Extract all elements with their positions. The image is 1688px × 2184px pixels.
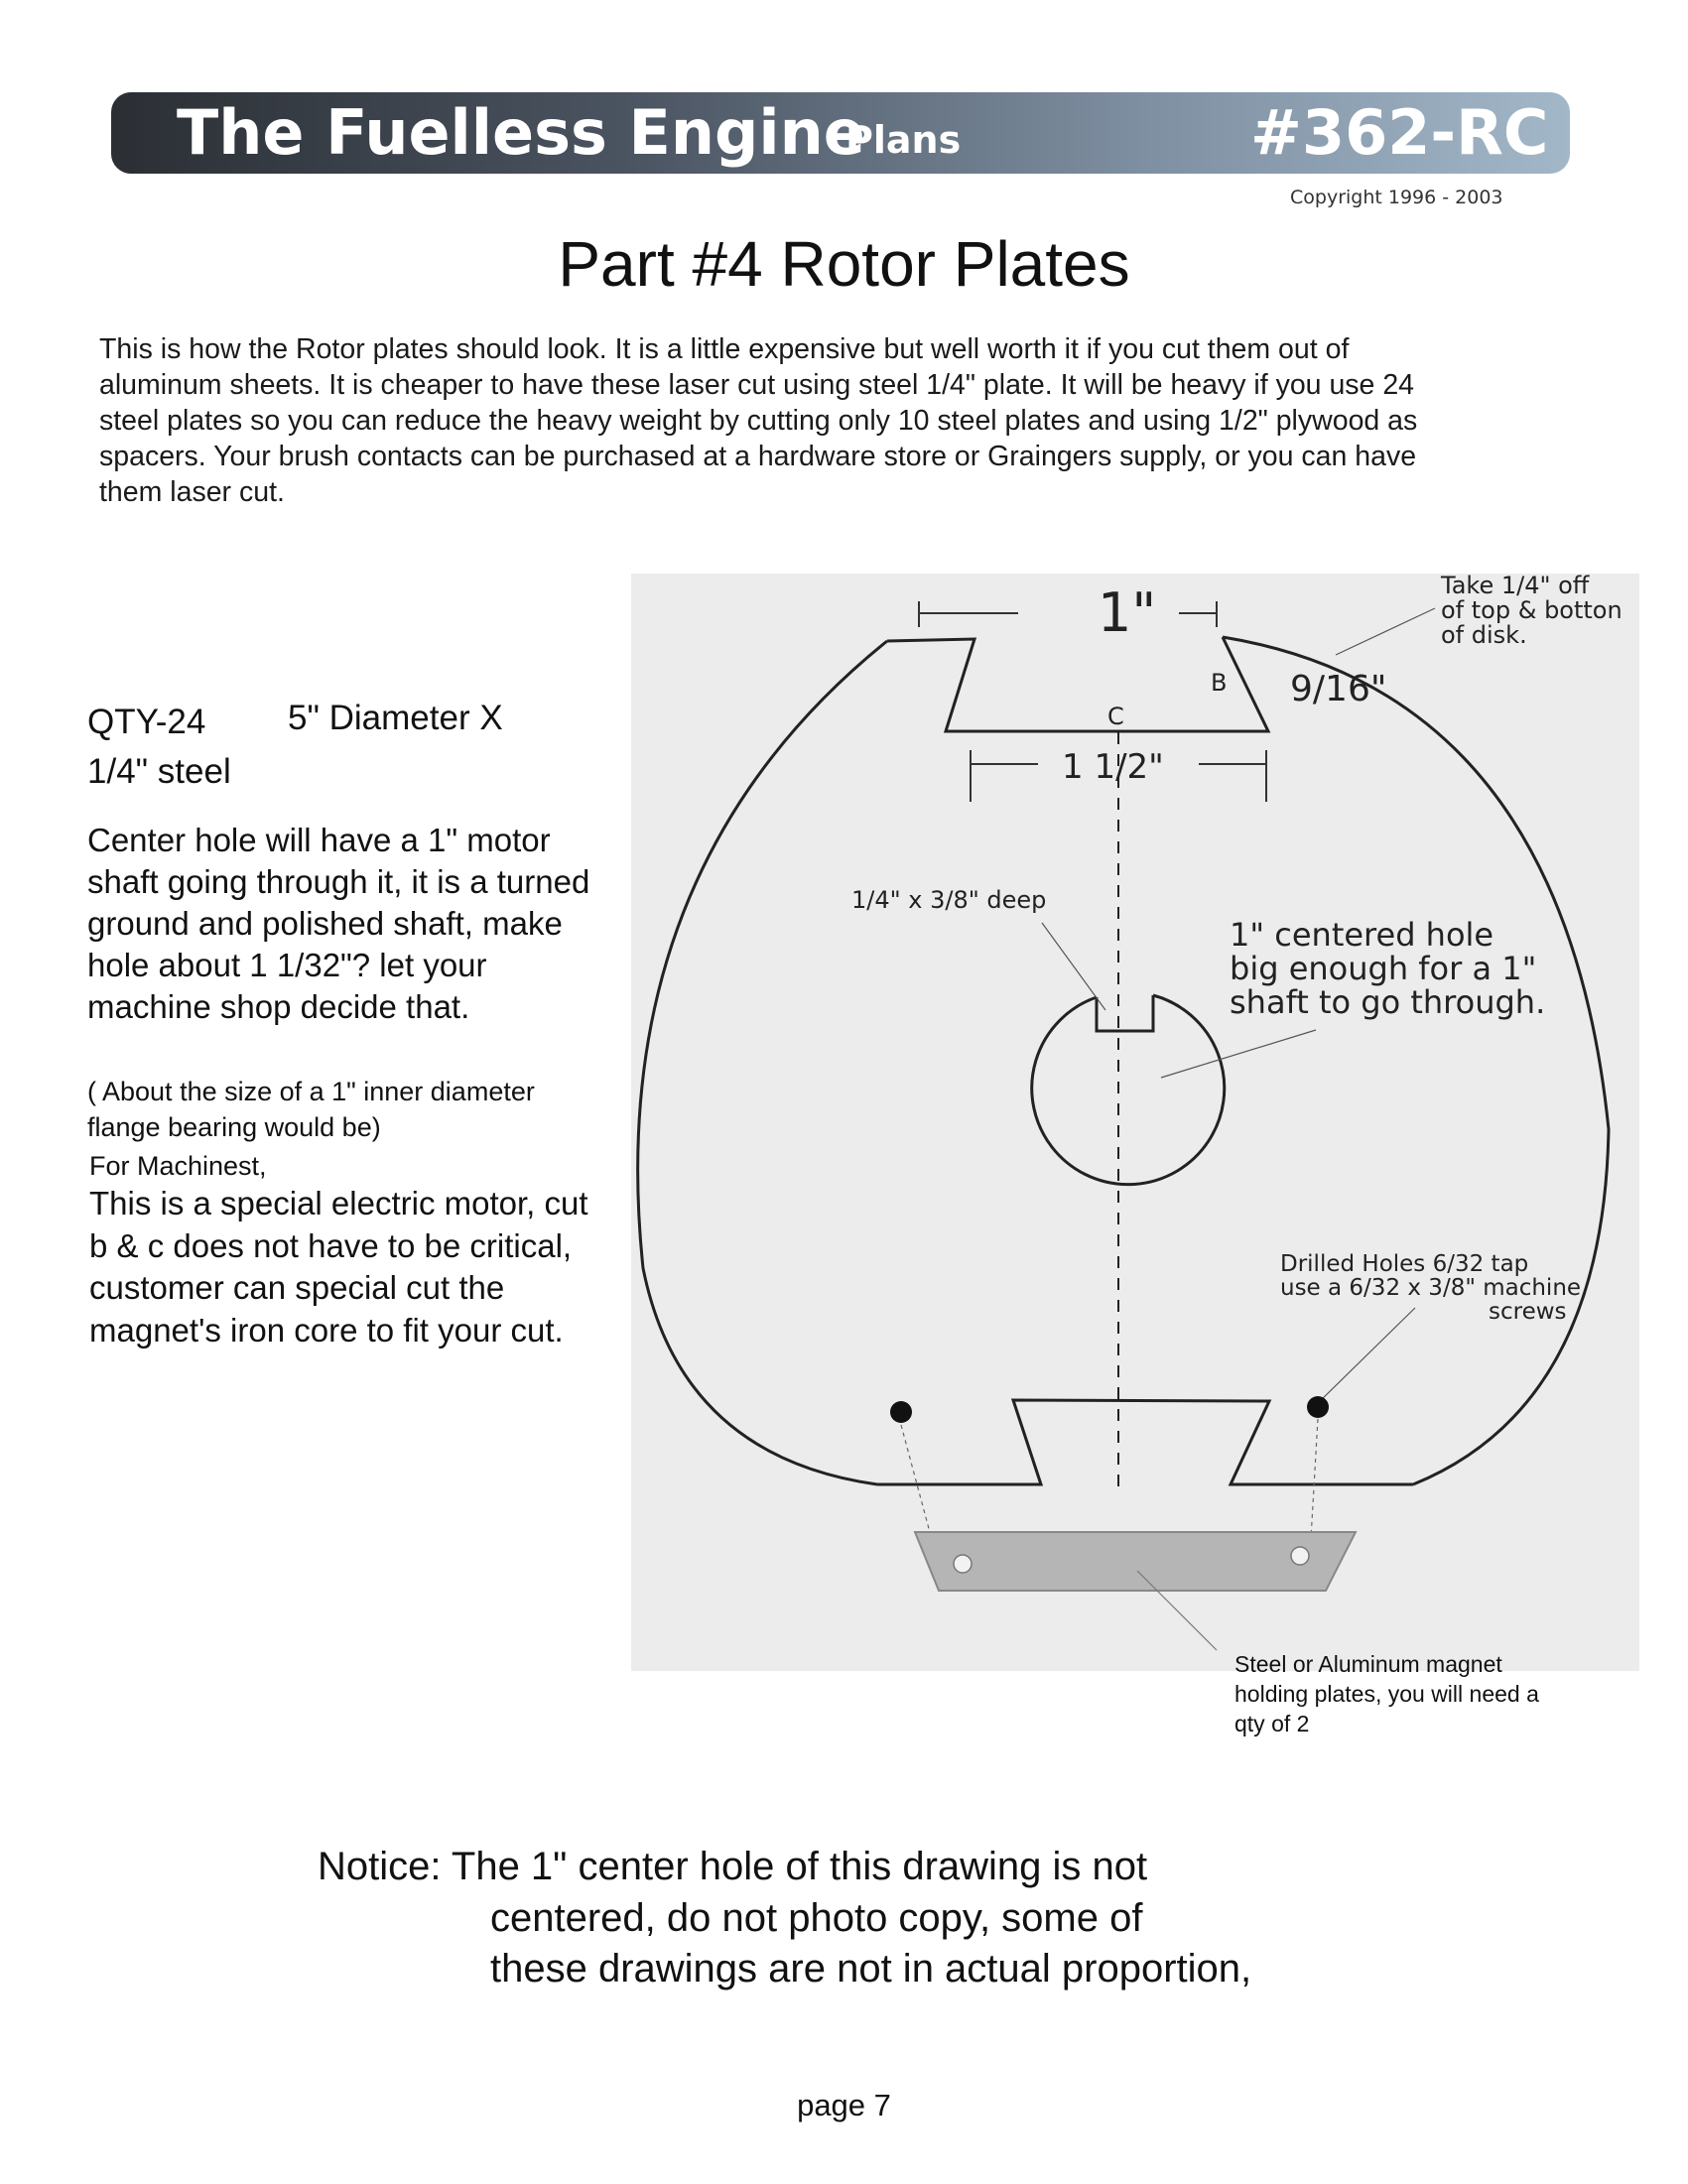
special-motor-note: This is a special electric motor, cut b …	[89, 1185, 588, 1349]
notice-line-3: these drawings are not in actual proport…	[490, 1947, 1252, 1991]
holding-plate-caption: Steel or Aluminum magnet holding plates,…	[1234, 1651, 1539, 1736]
intro-paragraph: This is how the Rotor plates should look…	[99, 333, 1418, 508]
plan-number: #362-RC	[1250, 96, 1549, 169]
keyway-label: 1/4" x 3/8" deep	[851, 886, 1046, 914]
center-hole-note: Center hole will have a 1" motor shaft g…	[87, 822, 590, 1025]
about-size-note: ( About the size of a 1" inner diameter …	[87, 1077, 535, 1142]
diameter: 5" Diameter X	[288, 699, 503, 737]
hole-note-line-2: big enough for a 1"	[1230, 950, 1536, 987]
for-machinest-label: For Machinest,	[89, 1151, 267, 1181]
rotor-plate-drawing: 1" 1 1/2" B C 9/16" Take 1/4" off of top…	[636, 574, 1623, 1651]
notice-line-2: centered, do not photo copy, some of	[490, 1896, 1143, 1940]
label-b: B	[1211, 669, 1227, 697]
plate-hole-left	[953, 1554, 973, 1574]
notice-line-1: Notice: The 1" center hole of this drawi…	[318, 1845, 1148, 1888]
bottom-notch	[877, 1398, 1413, 1486]
hole-note-line-1: 1" centered hole	[1230, 916, 1493, 954]
dim-1-1-2-label: 1 1/2"	[1062, 747, 1164, 787]
label-c: C	[1107, 703, 1124, 730]
center-hole	[1030, 993, 1227, 1187]
take-off-line-1: Take 1/4" off	[1440, 574, 1590, 599]
quantity: QTY-24	[87, 703, 206, 741]
dim-top-label: 1"	[1098, 581, 1156, 644]
rotor-plate-outline	[654, 639, 974, 728]
plate-hole-right	[1290, 1546, 1310, 1566]
drill-note-line-2: use a 6/32 x 3/8" machine	[1280, 1275, 1581, 1301]
mounting-hole-left	[890, 1401, 912, 1423]
dim-9-16-label: 9/16"	[1290, 669, 1386, 709]
magnet-holding-plate	[913, 1531, 1358, 1592]
top-notch	[886, 636, 1271, 733]
document-title: The Fuelless Engine	[177, 96, 865, 169]
material: 1/4" steel	[87, 752, 231, 791]
hole-note-line-3: shaft to go through.	[1230, 983, 1545, 1021]
keyway	[1095, 995, 1155, 1033]
header-banner: The Fuelless Engine Plans #362-RC	[111, 92, 1570, 174]
drill-note-line-3: screws	[1489, 1299, 1567, 1325]
plans-label: Plans	[845, 118, 962, 162]
rotor-plate-left-arc	[636, 639, 888, 1486]
rotor-plate-right-arc	[1222, 635, 1611, 1486]
drawing-background	[631, 574, 1639, 1671]
take-off-line-3: of disk.	[1441, 621, 1527, 649]
page-number: page 7	[797, 2088, 891, 2122]
drill-note-line-1: Drilled Holes 6/32 tap	[1280, 1251, 1528, 1277]
mounting-hole-right	[1307, 1396, 1329, 1418]
take-off-line-2: of top & botton	[1441, 596, 1623, 624]
copyright: Copyright 1996 - 2003	[1290, 187, 1503, 208]
page-title: Part #4 Rotor Plates	[558, 228, 1130, 300]
